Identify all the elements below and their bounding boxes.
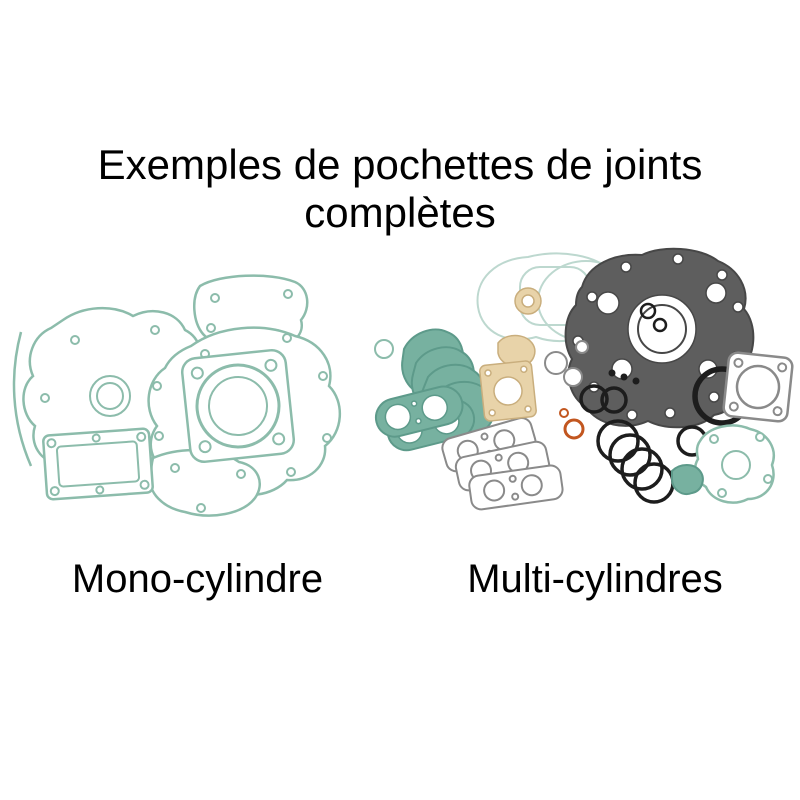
gasket-edge-line bbox=[12, 331, 33, 467]
title-line-2: complètes bbox=[304, 189, 496, 236]
side-cover-gasket-teal bbox=[694, 424, 775, 504]
small-teal-ring bbox=[374, 339, 394, 359]
multi-cylinder-label: Multi-cylindres bbox=[467, 557, 723, 601]
valve-cover-gasket bbox=[42, 427, 154, 501]
orange-o-ring bbox=[559, 408, 585, 440]
multi-cylinder-gasket-kit-illustration bbox=[374, 247, 794, 512]
multi-cylinder-gasket-kit-figure bbox=[370, 245, 795, 545]
head-gasket-white bbox=[722, 351, 794, 423]
mono-cylinder-gasket-kit-figure bbox=[5, 268, 377, 553]
mono-cylinder-label: Mono-cylindre bbox=[71, 557, 324, 601]
cylinder-head-gasket bbox=[180, 348, 296, 464]
mono-cylinder-gasket-kit-illustration bbox=[12, 274, 342, 517]
page-title: Exemples de pochettes de joints complète… bbox=[0, 141, 800, 237]
small-teal-gasket bbox=[671, 464, 704, 495]
carburetor-gaskets-beige bbox=[479, 287, 542, 422]
paper-gasket-rings bbox=[544, 340, 589, 387]
title-line-1: Exemples de pochettes de joints bbox=[97, 141, 703, 188]
